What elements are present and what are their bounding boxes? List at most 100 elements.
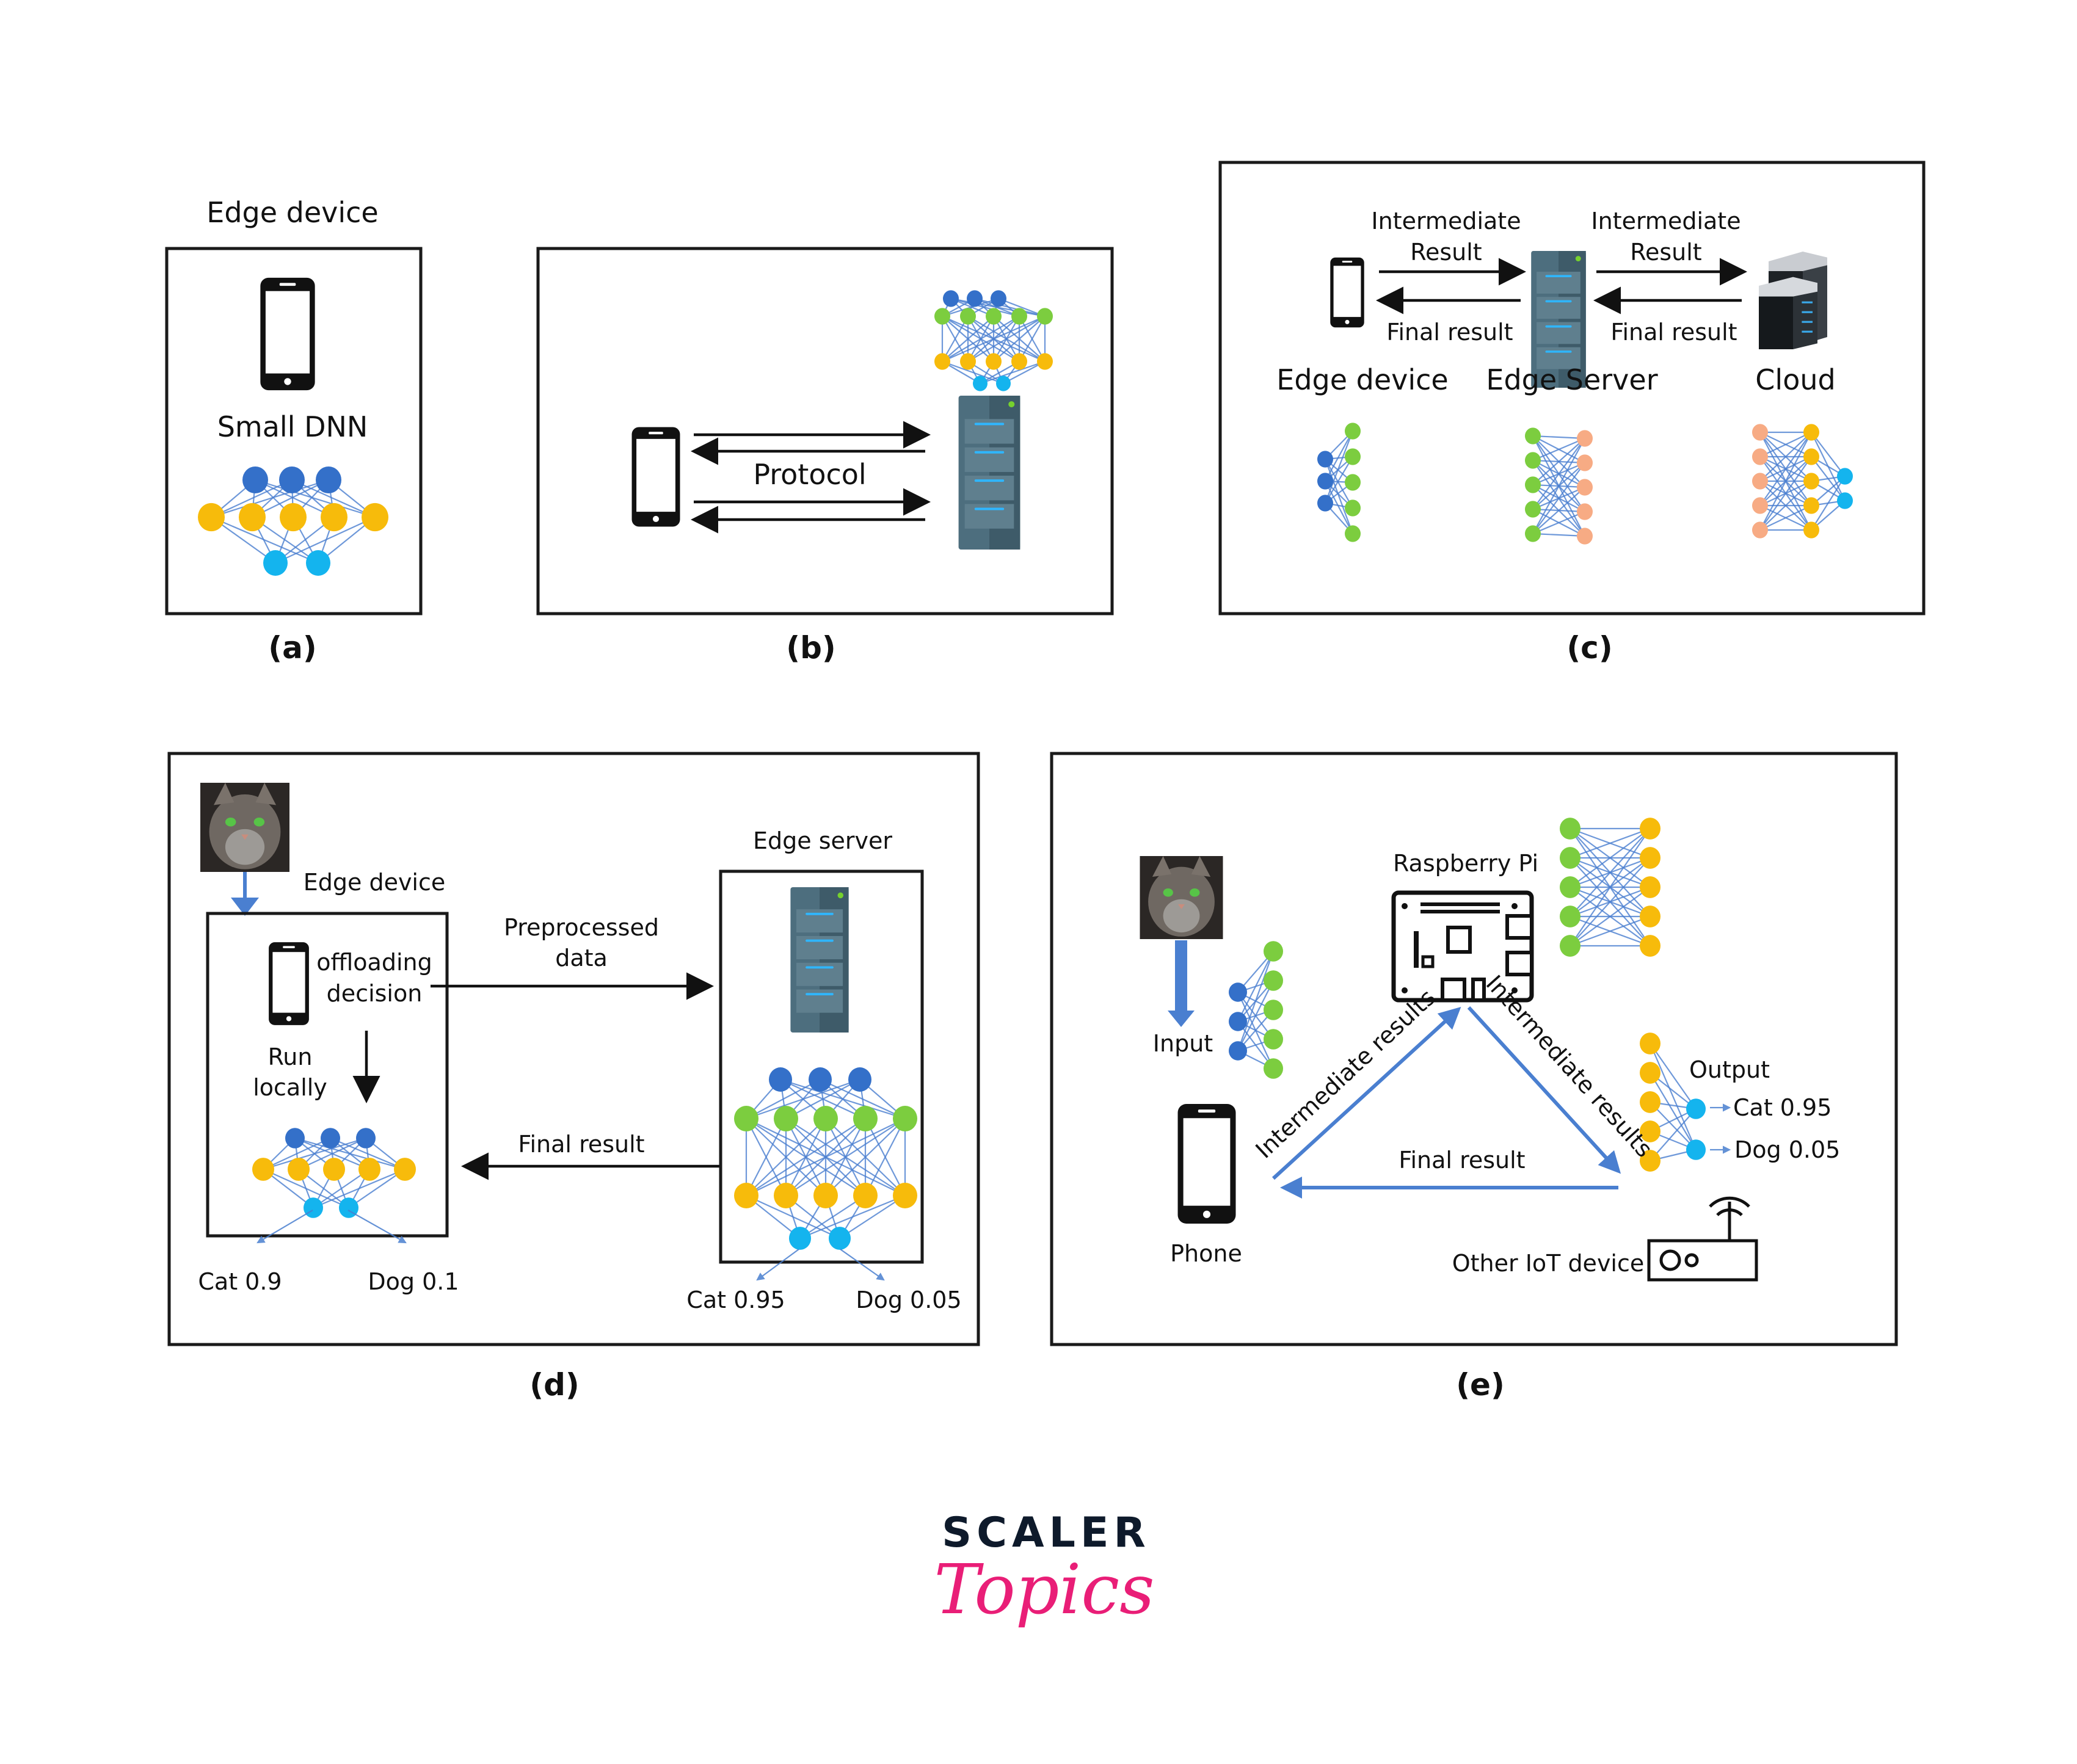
protocol-arrows [691, 421, 931, 534]
raspberry-pi-icon [1391, 890, 1534, 1003]
nn-node-yellow [321, 503, 347, 532]
nn-node-cyan [263, 550, 288, 576]
nn-edge [211, 516, 319, 564]
nn-node-cyan [304, 1197, 323, 1218]
nn-edge [1325, 430, 1353, 482]
nn-node-yellow [1640, 906, 1661, 927]
nn-edge [1532, 437, 1585, 462]
local-dnn-network [252, 1128, 416, 1218]
nn-node-yellow [1037, 353, 1053, 370]
nn-node-cyan [1837, 468, 1853, 485]
nn-edge [746, 1078, 860, 1120]
nn-edge [1759, 481, 1812, 531]
nn-edge [1325, 456, 1353, 504]
nn-node-salmon [1577, 430, 1593, 447]
nn-edge [942, 360, 1004, 385]
edge-server-partition [1525, 427, 1593, 545]
nn-edge [1759, 432, 1812, 457]
arrow-dog [840, 1249, 885, 1281]
panel-e-frame [1050, 752, 1898, 1346]
nn-edge [993, 316, 1046, 362]
nn-edge [799, 1194, 906, 1240]
nn-edge [1019, 316, 1046, 362]
offloading-label-2: decision [327, 980, 423, 1007]
nn-node-green [1560, 818, 1580, 840]
nn-edge [799, 1195, 866, 1239]
nn-node-blue [769, 1067, 792, 1092]
nn-edge [746, 1118, 866, 1196]
nn-edge [825, 1118, 906, 1196]
nn-edge [348, 1169, 406, 1208]
nn-node-blue [321, 1128, 340, 1149]
nn-edge [1570, 828, 1651, 888]
nn-node-yellow [1803, 497, 1819, 514]
nn-node-yellow [734, 1183, 758, 1208]
small-dnn-label: Small DNN [217, 410, 368, 443]
nn-node-salmon [1752, 473, 1768, 490]
phone-label: Phone [1170, 1240, 1242, 1267]
nn-node-yellow [1640, 818, 1661, 840]
d-final-result-label: Final result [518, 1131, 644, 1158]
local-output-cat: Cat 0.9 [198, 1268, 282, 1295]
nn-node-cyan [1686, 1098, 1706, 1119]
phone-icon [631, 427, 680, 527]
nn-node-green [1011, 308, 1027, 325]
nn-node-yellow [1640, 876, 1661, 898]
nn-node-salmon [1577, 503, 1593, 520]
nn-node-salmon [1752, 521, 1768, 539]
c-left-top-label-1: Intermediate [1371, 208, 1521, 234]
cat-image [1140, 856, 1223, 939]
arrow-dog [347, 1210, 407, 1244]
phone-icon [269, 942, 309, 1025]
nn-node-green [1525, 476, 1541, 493]
nn-edge [967, 316, 1046, 362]
nn-node-cyan [829, 1227, 851, 1250]
nn-edge [942, 316, 1020, 362]
nn-node-green [1264, 1058, 1283, 1079]
intermediate-results-arrow-right [1467, 1006, 1621, 1174]
edge-server-label: Edge server [753, 827, 892, 854]
nn-edge [1532, 510, 1585, 535]
nn-node-green [1560, 935, 1580, 957]
output-dog: Dog 0.05 [1734, 1136, 1840, 1163]
nn-node-blue [1317, 451, 1333, 468]
nn-edge [839, 1195, 906, 1239]
input-arrow-head [1168, 1011, 1195, 1027]
nn-edge [998, 297, 1046, 318]
nn-edge [1570, 828, 1651, 946]
nn-node-green [1525, 501, 1541, 518]
nn-node-green [774, 1106, 798, 1131]
nn-edge [1649, 1043, 1697, 1150]
nn-edge [980, 360, 1046, 385]
cloud-partition [1752, 424, 1853, 539]
nn-node-yellow [358, 1158, 380, 1181]
nn-node-green [1525, 427, 1541, 445]
tier-edge-device: Edge device [1276, 363, 1448, 396]
nn-node-salmon [1577, 479, 1593, 496]
logo-topics: Topics [934, 1550, 1154, 1630]
nn-node-blue [1229, 982, 1247, 1002]
nn-node-yellow [960, 353, 976, 370]
run-locally-label-2: locally [253, 1074, 327, 1101]
nn-node-yellow [1011, 353, 1027, 370]
c-left-top-label-2: Result [1410, 239, 1482, 266]
cat-image [200, 783, 289, 872]
nn-edge [1532, 435, 1585, 440]
nn-node-yellow [1640, 1033, 1661, 1054]
nn-edge [1570, 857, 1651, 946]
nn-node-green [1264, 970, 1283, 991]
small-dnn-network [198, 466, 388, 576]
nn-node-salmon [1752, 448, 1768, 465]
raspberry-pi-label: Raspberry Pi [1393, 850, 1538, 877]
nn-node-green [813, 1106, 838, 1131]
nn-node-yellow [893, 1183, 917, 1208]
nn-node-green [1560, 906, 1580, 927]
c-left-bottom-label: Final result [1386, 319, 1513, 346]
nn-node-yellow [1640, 1150, 1661, 1172]
nn-edge [1759, 432, 1812, 531]
server-dnn-network [734, 1067, 917, 1250]
nn-edge [746, 1118, 787, 1196]
nn-node-blue [848, 1067, 871, 1092]
nn-node-yellow [1803, 521, 1819, 539]
